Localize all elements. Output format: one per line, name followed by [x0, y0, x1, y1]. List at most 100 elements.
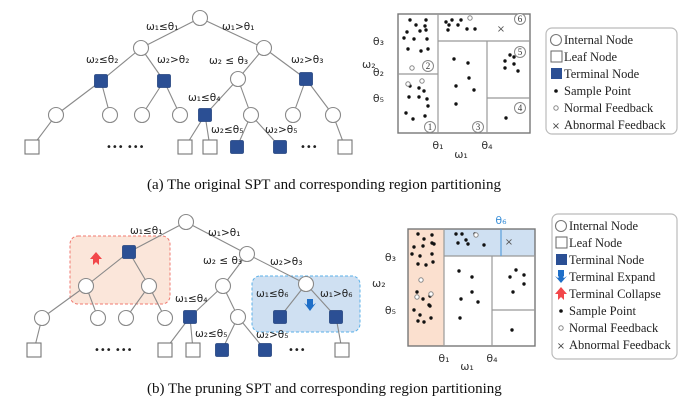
sample-point [508, 275, 512, 279]
terminal-node [183, 310, 197, 324]
sample-point [464, 238, 468, 242]
xtick-theta4: θ₄ [486, 352, 498, 365]
legend-label: Abnormal Feedback [564, 118, 666, 132]
sample-point [410, 252, 414, 256]
tree-edge [41, 285, 87, 319]
legend-item: Internal Node [554, 219, 639, 233]
leaf-node [157, 342, 173, 358]
terminal-node [329, 310, 343, 324]
sample-point [459, 297, 463, 301]
internal-node [77, 277, 95, 295]
sample-points-b: × [410, 232, 526, 332]
region-number: 3 [476, 122, 481, 132]
internal-node [177, 213, 195, 231]
region-number-badge [424, 121, 436, 133]
tree-edge [140, 17, 201, 49]
sample-point [444, 20, 448, 24]
sample-point [458, 316, 462, 320]
sample-point [404, 111, 408, 115]
legend-item: Terminal Collapse [555, 287, 661, 301]
region-number: 4 [518, 103, 523, 113]
legend-item: Normal Feedback [553, 101, 654, 115]
sample-point [412, 308, 416, 312]
sample-point [408, 18, 412, 22]
sample-point-icon [554, 89, 558, 93]
edge-label-e-rlr-l: ω₂≤θ₅ [211, 124, 243, 136]
sample-point [470, 275, 474, 279]
caption-a: (a) The original SPT and corresponding r… [147, 177, 501, 193]
leaf-node-icon [550, 50, 563, 63]
terminal-collapse-icon [555, 287, 567, 300]
sample-point [454, 102, 458, 106]
edge-label-e-root-r: ω₁>θ₁ [208, 227, 240, 239]
ellipsis: ••• ••• [106, 142, 145, 153]
edge-label-e-root-l: ω₁≤θ₁ [130, 225, 162, 237]
normal-feedback-point [414, 294, 420, 300]
legend-label: Leaf Node [564, 50, 618, 64]
legend-label: Normal Feedback [569, 321, 659, 335]
sample-point [503, 59, 507, 63]
sample-point [522, 282, 526, 286]
terminal-node [198, 108, 212, 122]
region-number-badge [514, 46, 526, 58]
sample-point [446, 28, 450, 32]
region-number: 5 [518, 47, 523, 57]
sample-point [421, 244, 425, 248]
sample-point [431, 260, 435, 264]
tree-edge [185, 221, 248, 255]
ytick-theta5: θ₅ [385, 304, 396, 317]
leaf-node [24, 139, 40, 155]
sample-point [476, 300, 480, 304]
legend-frame [545, 27, 678, 135]
sample-point [503, 66, 507, 70]
abnormal-feedback-icon: × [552, 121, 560, 132]
internal-node [191, 9, 209, 27]
sample-point [426, 47, 430, 51]
sample-point [514, 268, 518, 272]
normal-feedback-icon [553, 105, 559, 111]
internal-node [133, 106, 151, 124]
terminal-node [157, 74, 171, 88]
edge-label-e-rl-l: ω₁≤θ₄ [175, 293, 207, 305]
internal-node [101, 106, 119, 124]
internal-node [47, 106, 65, 124]
sample-point [522, 273, 526, 277]
terminal-node [215, 343, 229, 357]
sample-point [424, 263, 428, 267]
normal-feedback-point [405, 81, 411, 87]
legend-item: ×Abnormal Feedback [557, 338, 672, 352]
legend-label: Internal Node [569, 219, 639, 233]
internal-node [171, 106, 189, 124]
legend-label: Leaf Node [569, 236, 623, 250]
legend-label: Terminal Node [564, 67, 640, 81]
internal-node [33, 309, 51, 327]
region-frame [407, 228, 536, 347]
region-number: 1 [428, 122, 433, 132]
internal-node [214, 277, 232, 295]
sample-point [419, 49, 423, 53]
sample-point [406, 47, 410, 51]
internal-node-icon [554, 219, 568, 233]
edge-label-e-root-r: ω₁>θ₁ [222, 21, 254, 33]
edge-label-e-rr-r: ω₁>θ₆ [320, 288, 352, 300]
terminal-collapse-arrow [90, 252, 102, 265]
sample-point [473, 27, 477, 31]
internal-node [156, 309, 174, 327]
legend-item: Terminal Node [556, 253, 645, 267]
sample-point [417, 86, 421, 90]
internal-node [132, 39, 150, 57]
sample-point [452, 57, 456, 61]
legend-item: Leaf Node [550, 50, 618, 64]
terminal-expand-icon [555, 270, 567, 283]
ellipsis: ••• [288, 345, 306, 356]
terminal-node [258, 343, 272, 357]
edge-label-e-rlr-r: ω₂>θ₅ [256, 329, 288, 341]
legend-item: Sample Point [559, 304, 637, 318]
internal-node [89, 309, 107, 327]
sample-point [482, 243, 486, 247]
sample-point [466, 61, 470, 65]
